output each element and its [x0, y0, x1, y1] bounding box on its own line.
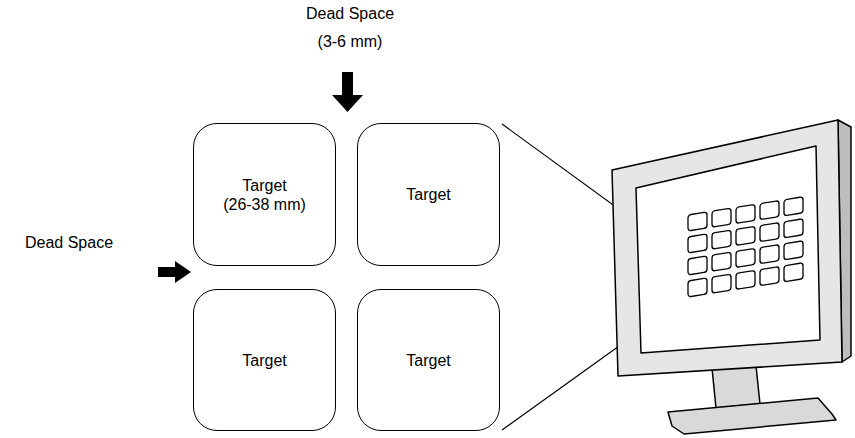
monitor	[612, 120, 851, 434]
screen-target	[688, 256, 707, 275]
dead-space-arrow	[158, 72, 363, 283]
screen-target	[736, 226, 755, 245]
screen-target	[688, 234, 707, 253]
target-label: Target	[242, 351, 286, 370]
dimension-label: (26-38 mm)	[223, 195, 306, 214]
screen-target	[760, 201, 779, 220]
dead-space-label: Dead Space	[25, 233, 113, 252]
screen-target	[736, 270, 755, 289]
screen-target	[784, 219, 803, 238]
target-box: Target	[357, 123, 500, 266]
screen-target	[736, 248, 755, 267]
screen-target	[784, 241, 803, 260]
screen-target	[712, 230, 731, 249]
dead-space-label: Dead Space	[306, 4, 394, 23]
screen-target	[688, 278, 707, 297]
screen-target	[760, 245, 779, 264]
target-label: Target	[406, 185, 450, 204]
dimension-label: (3-6 mm)	[318, 32, 383, 51]
target-label: Target	[242, 176, 286, 195]
screen-target	[712, 274, 731, 293]
screen-target	[760, 223, 779, 242]
screen-target	[784, 197, 803, 216]
screen-target	[712, 208, 731, 227]
target-box: Target	[193, 289, 336, 431]
target-label: Target	[406, 351, 450, 370]
screen-target-grid	[688, 197, 803, 297]
target-box: Target(26-38 mm)	[193, 123, 336, 266]
screen-target	[736, 204, 755, 223]
screen-target	[688, 212, 707, 231]
screen-target	[760, 267, 779, 286]
target-box: Target	[357, 289, 500, 431]
screen-target	[712, 252, 731, 271]
screen-target	[784, 263, 803, 282]
